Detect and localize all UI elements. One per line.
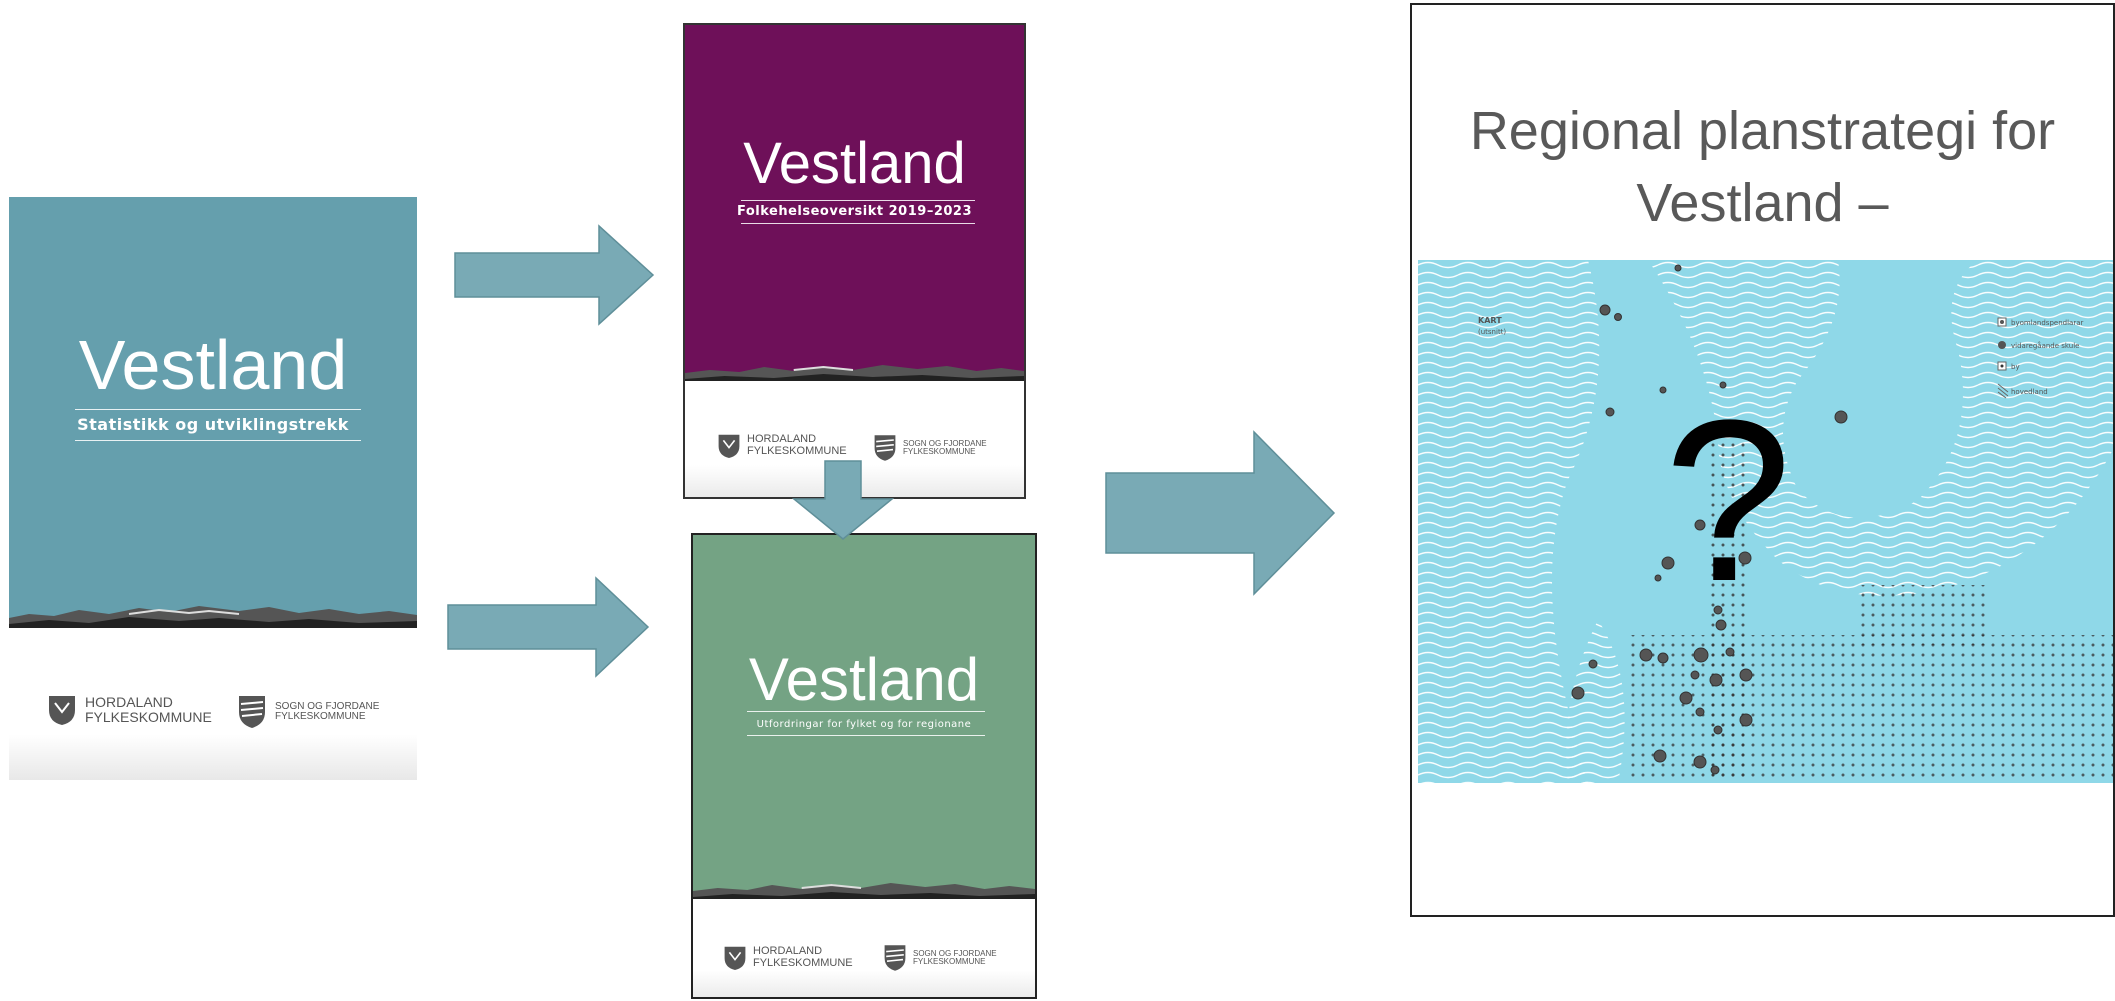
question-mark: ? <box>1664 372 1792 629</box>
logo-line: SOGN OG FJORDANE <box>275 700 380 712</box>
legend-item: byomlandspendlarar <box>2011 319 2083 327</box>
legend-item: vidaregåande skule <box>2011 341 2079 350</box>
slide-title-line: Regional planstrategi for <box>1469 101 2056 161</box>
logo-line: FYLKESKOMMUNE <box>903 447 976 456</box>
logo-line: FYLKESKOMMUNE <box>753 957 853 969</box>
logo-line: FYLKESKOMMUNE <box>747 445 847 457</box>
arrow-right-icon <box>447 576 650 678</box>
arrow-right-icon <box>1105 430 1336 596</box>
hordaland-shield-icon <box>724 946 746 970</box>
arrow-down-icon <box>792 460 894 540</box>
hordaland-shield-icon <box>718 434 740 458</box>
sogn-shield-icon <box>239 696 265 728</box>
sogn-shield-icon <box>874 435 896 461</box>
arrow-right-icon <box>454 224 655 326</box>
cover-subtitle: Statistikk og utviklingstrekk <box>77 415 349 434</box>
cover-rule <box>741 223 975 224</box>
cover-rule <box>747 735 985 736</box>
cover-rule <box>75 440 361 441</box>
cover-statistikk: Vestland Statistikk og utviklingstrekk H… <box>9 197 417 780</box>
logo-line: FYLKESKOMMUNE <box>913 957 986 966</box>
slide-title: Regional planstrategi for Vestland – <box>1412 95 2113 239</box>
planstrategi-slide: Regional planstrategi for Vestland – <box>1410 3 2115 917</box>
region-map: KART (utsnitt) byomlandspendlarar vidare… <box>1418 260 2113 783</box>
cover-title: Vestland <box>78 326 348 404</box>
slide-title-line: Vestland – <box>1636 173 1889 233</box>
logo-line: HORDALAND <box>85 694 173 711</box>
cover-utfordringar: Vestland Utfordringar for fylket og for … <box>691 533 1037 999</box>
logo-line: FYLKESKOMMUNE <box>275 711 366 722</box>
map-label: KART <box>1478 316 1502 325</box>
cover-title: Vestland <box>748 646 980 713</box>
cover-folkehelse: Vestland Folkehelseoversikt 2019–2023 HO… <box>683 23 1026 499</box>
hordaland-shield-icon <box>49 696 75 725</box>
cover-subtitle: Folkehelseoversikt 2019–2023 <box>736 204 972 219</box>
legend-item: hovedland <box>2011 388 2048 396</box>
cover-rule <box>747 711 985 712</box>
logo-line: FYLKESKOMMUNE <box>85 709 212 725</box>
logo-line: HORDALAND <box>753 945 823 958</box>
logo-line: SOGN OG FJORDANE <box>903 438 987 448</box>
legend-item: by <box>2011 363 2020 371</box>
cover-subtitle: Utfordringar for fylket og for regionane <box>756 719 972 730</box>
cover-rule <box>741 200 975 201</box>
sogn-shield-icon <box>884 945 906 971</box>
map-legend: byomlandspendlarar vidaregåande skule by… <box>1997 317 2083 399</box>
logo-line: SOGN OG FJORDANE <box>913 948 997 958</box>
logo-line: HORDALAND <box>747 433 817 446</box>
cover-rule <box>75 409 361 410</box>
map-sublabel: (utsnitt) <box>1478 328 1506 336</box>
cover-title: Vestland <box>743 131 966 196</box>
